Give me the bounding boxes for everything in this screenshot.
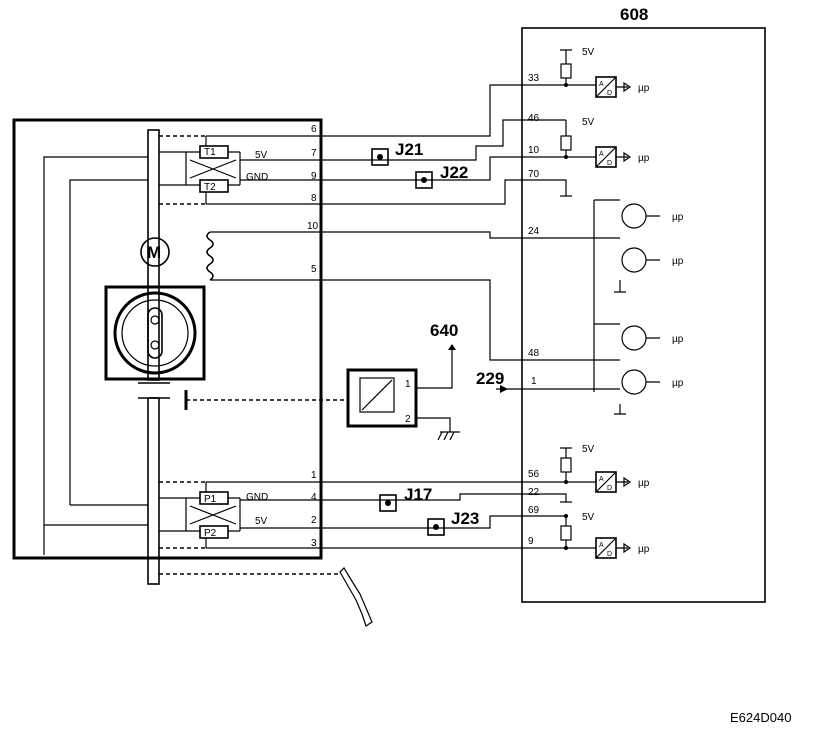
actuator-housing: [12, 118, 323, 560]
wire-pin6-33: [206, 84, 596, 137]
svg-text:µp: µp: [638, 83, 650, 94]
sensor-p2-label: P2: [204, 528, 217, 539]
svg-text:5V: 5V: [582, 117, 595, 128]
svg-text:1: 1: [405, 379, 411, 390]
wire-pin7-46: [240, 119, 566, 161]
svg-text:D: D: [607, 551, 612, 558]
svg-text:J23: J23: [451, 509, 479, 528]
throttle-body: [104, 285, 206, 381]
wire-pin2-69: [240, 515, 566, 529]
svg-text:µp: µp: [672, 256, 684, 267]
t-5v-label: 5V: [255, 150, 268, 161]
sensor-t2-label: T2: [204, 182, 216, 193]
sensor-p2: [199, 525, 229, 539]
svg-text:A: A: [599, 81, 604, 88]
ecu-adc-9: 5V A D µp: [560, 512, 650, 559]
svg-text:5V: 5V: [582, 512, 595, 523]
ecu-adc-33: 5V A D µp: [560, 47, 650, 98]
sensor-t2: [199, 179, 229, 193]
svg-text:22: 22: [528, 487, 540, 498]
svg-text:2: 2: [405, 414, 411, 425]
svg-text:9: 9: [528, 536, 534, 547]
ecu-608-label: 608: [620, 5, 648, 24]
ecu-adc-10: 5V A D µp: [560, 117, 650, 168]
svg-text:A: A: [599, 542, 604, 549]
svg-text:10: 10: [528, 145, 540, 156]
svg-text:µp: µp: [672, 378, 684, 389]
svg-text:70: 70: [528, 169, 540, 180]
svg-text:2: 2: [311, 515, 317, 526]
svg-text:5V: 5V: [582, 47, 595, 58]
p-gnd-label: GND: [246, 492, 268, 503]
svg-text:7: 7: [311, 148, 317, 159]
svg-text:6: 6: [311, 124, 317, 135]
svg-text:3: 3: [311, 538, 317, 549]
svg-text:J17: J17: [404, 485, 432, 504]
p-5v-label: 5V: [255, 516, 268, 527]
svg-text:9: 9: [311, 171, 317, 182]
motor-symbol: [140, 237, 170, 267]
sensor-t1-label: T1: [204, 147, 216, 158]
ecu-h-bridge: µp µp µp µp: [588, 199, 684, 415]
coil-symbol: [206, 231, 320, 281]
svg-text:24: 24: [528, 226, 540, 237]
connector-j21: J21: [371, 140, 423, 166]
component-640-label: 640: [430, 321, 458, 340]
signal-229-label: 229: [476, 369, 504, 388]
svg-text:µp: µp: [672, 334, 684, 345]
svg-text:5: 5: [311, 264, 317, 275]
wire-pin5-48: [320, 279, 588, 361]
figure-code: E624D040: [730, 710, 791, 725]
actuator-pin-numbers: 6 7 9 8 10 5 1 4 2 3: [307, 124, 319, 549]
svg-text:46: 46: [528, 113, 540, 124]
svg-text:5V: 5V: [582, 444, 595, 455]
ecu-pin-numbers: 33 46 10 70 24 48 1 56 22 69 9: [528, 73, 540, 547]
motor-label: M: [147, 243, 161, 262]
svg-text:A: A: [599, 476, 604, 483]
svg-text:D: D: [607, 160, 612, 167]
wire-pin8-70: [206, 179, 567, 205]
svg-text:µp: µp: [638, 153, 650, 164]
svg-text:D: D: [607, 485, 612, 492]
actuator-shaft-lower: [147, 397, 160, 585]
svg-text:1: 1: [531, 376, 537, 387]
wire-pin9-10: [240, 156, 596, 181]
svg-text:D: D: [607, 90, 612, 97]
svg-text:8: 8: [311, 193, 317, 204]
svg-text:4: 4: [311, 492, 317, 503]
connector-j22: J22: [415, 163, 468, 189]
svg-text:J21: J21: [395, 140, 423, 159]
svg-text:33: 33: [528, 73, 540, 84]
svg-text:10: 10: [307, 221, 319, 232]
svg-text:1: 1: [311, 470, 317, 481]
svg-text:A: A: [599, 151, 604, 158]
svg-text:µp: µp: [638, 478, 650, 489]
svg-text:56: 56: [528, 469, 540, 480]
connector-j23: J23: [427, 509, 479, 536]
svg-text:µp: µp: [638, 544, 650, 555]
svg-text:µp: µp: [672, 212, 684, 223]
svg-text:69: 69: [528, 505, 540, 516]
svg-text:48: 48: [528, 348, 540, 359]
t-gnd-label: GND: [246, 172, 268, 183]
wire-pin4-22: [240, 493, 567, 502]
ecu-608-box: [521, 27, 766, 603]
svg-text:J22: J22: [440, 163, 468, 182]
accelerator-pedal: [159, 567, 373, 627]
ecu-adc-56: 5V A D µp: [560, 444, 650, 493]
connector-j17: J17: [379, 485, 432, 512]
wire-pin10-24: [320, 231, 588, 239]
relay-block: 1 2: [346, 344, 460, 441]
sensor-p1-label: P1: [204, 494, 217, 505]
